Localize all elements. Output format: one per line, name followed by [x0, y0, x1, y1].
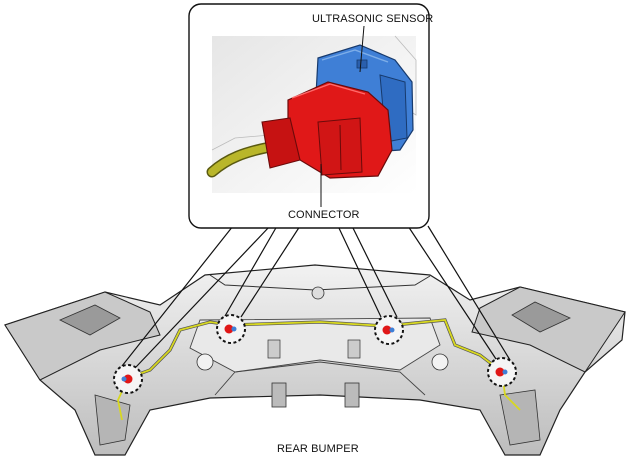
sensor-marker-rear-right-inner	[374, 315, 404, 345]
sensor-label-leader	[359, 25, 365, 73]
sensor-marker-rear-left-outer	[113, 364, 143, 394]
callout-leader-lines	[121, 225, 511, 368]
detail-callout-panel	[188, 3, 430, 229]
sensor-marker-rear-right-outer	[487, 357, 517, 387]
connector-body	[261, 81, 393, 179]
rear-bumper-illustration	[4, 264, 626, 456]
sensor-marker-rear-left-inner	[216, 314, 246, 344]
connector-label: CONNECTOR	[288, 209, 360, 221]
bumper-left-wing	[4, 291, 161, 381]
ultrasonic-sensor-label: ULTRASONIC SENSOR	[312, 13, 434, 25]
bumper-right-wing	[471, 286, 626, 373]
rear-bumper-label: REAR BUMPER	[277, 443, 359, 455]
